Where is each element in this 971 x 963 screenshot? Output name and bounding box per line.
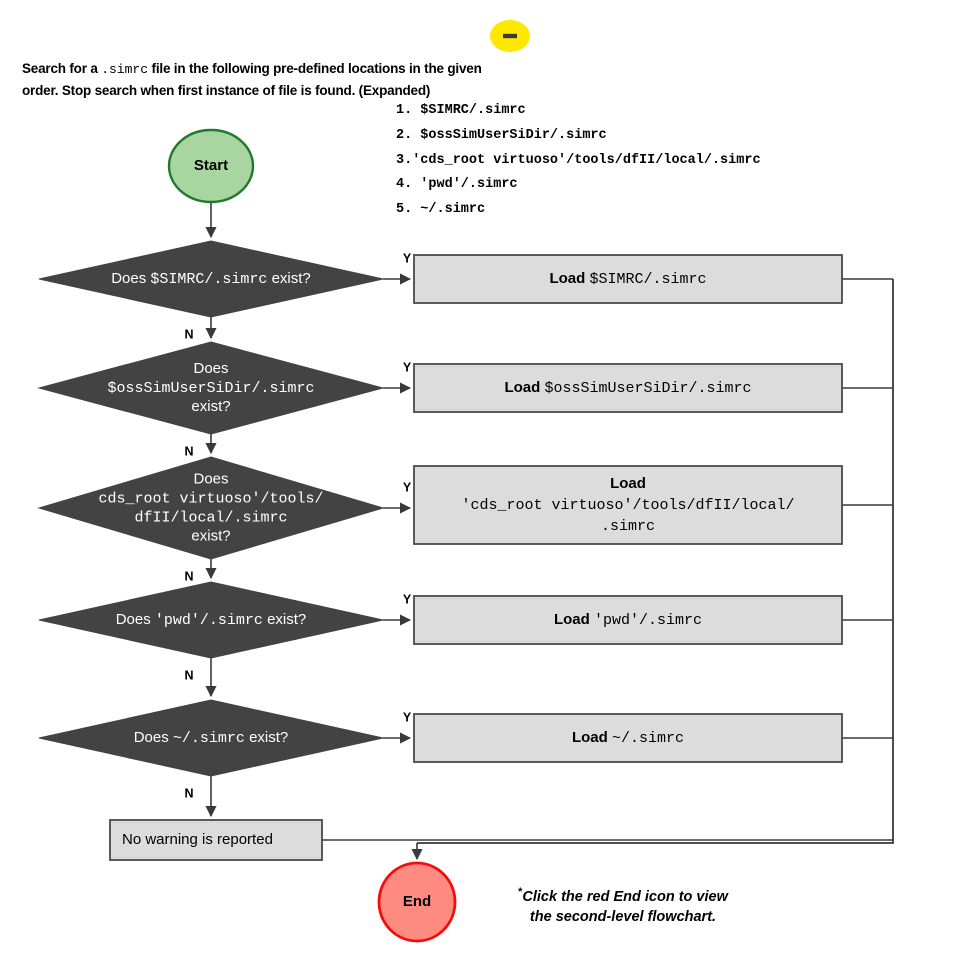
end-node[interactable] xyxy=(377,861,457,943)
decision-label-cds-root-virtuoso: dfII/local/.simrc xyxy=(134,509,287,526)
search-locations-list: 1. $SIMRC/.simrc 2. $ossSimUserSiDir/.si… xyxy=(396,99,816,223)
page-description: Search for a .simrc file in the followin… xyxy=(22,58,492,101)
footnote-line-1: Click the red End icon to view xyxy=(522,888,728,905)
branch-label-no-osssimusersidir: N xyxy=(184,444,193,458)
minus-glyph-icon xyxy=(503,33,517,39)
end-node-label: End xyxy=(403,893,431,910)
action-label-osssimusersidir: Load $ossSimUserSiDir/.simrc xyxy=(504,379,751,397)
branch-label-no-cds-root-virtuoso: N xyxy=(184,569,193,583)
end-icon-footnote: *Click the red End icon to view the seco… xyxy=(473,882,773,927)
decision-label-osssimusersidir: Does xyxy=(193,360,228,377)
branch-label-no-home: N xyxy=(184,786,193,800)
branch-label-yes-osssimusersidir: Y xyxy=(403,360,412,374)
decision-node-cds-root-virtuoso[interactable] xyxy=(37,456,385,560)
description-simrc-token: .simrc xyxy=(101,62,148,77)
branch-label-yes-pwd: Y xyxy=(403,592,412,606)
list-item: 2. $ossSimUserSiDir/.simrc xyxy=(396,127,607,143)
action-label-cds-root-virtuoso: 'cds_root virtuoso'/tools/dfII/local/ xyxy=(461,497,794,514)
decision-node-osssimusersidir[interactable] xyxy=(37,341,385,435)
list-item: 3.'cds_root virtuoso'/tools/dfII/local/.… xyxy=(396,152,761,168)
no-warning-label: No warning is reported xyxy=(122,831,273,848)
list-item: 5. ~/.simrc xyxy=(396,202,486,218)
decision-label-home: Does ~/.simrc exist? xyxy=(134,729,289,747)
branch-label-no-simrc-env: N xyxy=(184,327,193,341)
decision-node-pwd[interactable] xyxy=(38,581,384,659)
start-node[interactable] xyxy=(167,128,255,204)
connector-edges xyxy=(205,202,894,861)
description-part-2: file in the following pre-defined locati… xyxy=(22,61,482,98)
decision-label-cds-root-virtuoso: exist? xyxy=(191,527,230,544)
action-box-home[interactable] xyxy=(413,713,843,763)
list-item: 4. 'pwd'/.simrc xyxy=(396,177,518,193)
action-label-pwd: Load 'pwd'/.simrc xyxy=(554,611,702,629)
decision-node-simrc-env[interactable] xyxy=(38,240,384,318)
footnote-line-2: the second-level flowchart. xyxy=(529,908,717,925)
footnote-asterisk: * xyxy=(518,886,523,898)
list-item: 1. $SIMRC/.simrc xyxy=(396,103,526,118)
decision-label-cds-root-virtuoso: Does xyxy=(193,470,228,487)
action-box-osssimusersidir[interactable] xyxy=(413,363,843,413)
branch-label-yes-cds-root-virtuoso: Y xyxy=(403,480,412,494)
action-label-home: Load ~/.simrc xyxy=(572,729,684,747)
decision-label-osssimusersidir: exist? xyxy=(191,398,230,415)
action-label-cds-root-virtuoso: .simrc xyxy=(601,518,655,535)
action-box-simrc-env[interactable] xyxy=(413,254,843,304)
action-box-pwd[interactable] xyxy=(413,595,843,645)
branch-label-no-pwd: N xyxy=(184,668,193,682)
merge-bus-line xyxy=(417,279,894,844)
decision-node-home[interactable] xyxy=(38,699,384,777)
action-label-simrc-env: Load $SIMRC/.simrc xyxy=(549,270,706,288)
action-label-cds-root-virtuoso: Load xyxy=(610,475,646,492)
decision-label-cds-root-virtuoso: cds_root virtuoso'/tools/ xyxy=(98,490,323,507)
branch-label-yes-simrc-env: Y xyxy=(403,251,412,265)
start-node-label: Start xyxy=(194,157,228,174)
description-part-1: Search for a xyxy=(22,61,102,76)
decision-label-pwd: Does 'pwd'/.simrc exist? xyxy=(116,611,307,629)
no-warning-box[interactable] xyxy=(109,819,323,861)
description-part-3: found. (Expanded) xyxy=(315,83,431,98)
decision-label-simrc-env: Does $SIMRC/.simrc exist? xyxy=(111,270,311,288)
action-box-cds-root-virtuoso[interactable] xyxy=(413,465,843,545)
decision-label-osssimusersidir: $ossSimUserSiDir/.simrc xyxy=(107,380,314,397)
branch-label-yes-home: Y xyxy=(403,710,412,724)
